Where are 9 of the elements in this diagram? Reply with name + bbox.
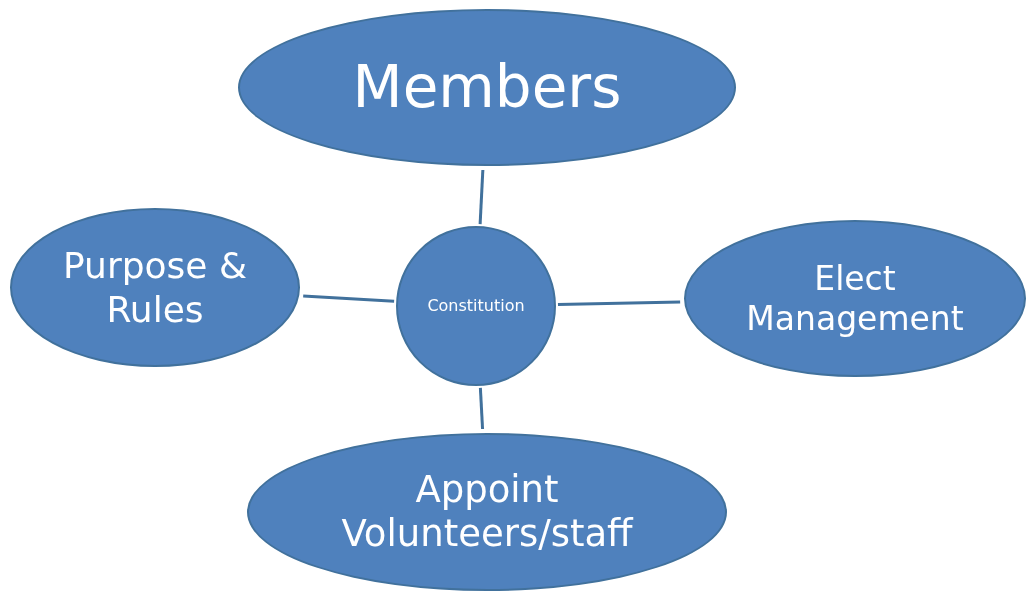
connector-line (557, 300, 681, 306)
connector-line (478, 169, 485, 225)
connector-line (478, 387, 485, 430)
node-label: Purpose & Rules (62, 244, 248, 331)
node-label: Constitution (427, 296, 525, 316)
node-label: Elect Management (745, 258, 965, 339)
connector-line (303, 294, 395, 303)
node-label: Appoint Volunteers/staff (340, 467, 635, 557)
node-label: Members (352, 52, 622, 123)
